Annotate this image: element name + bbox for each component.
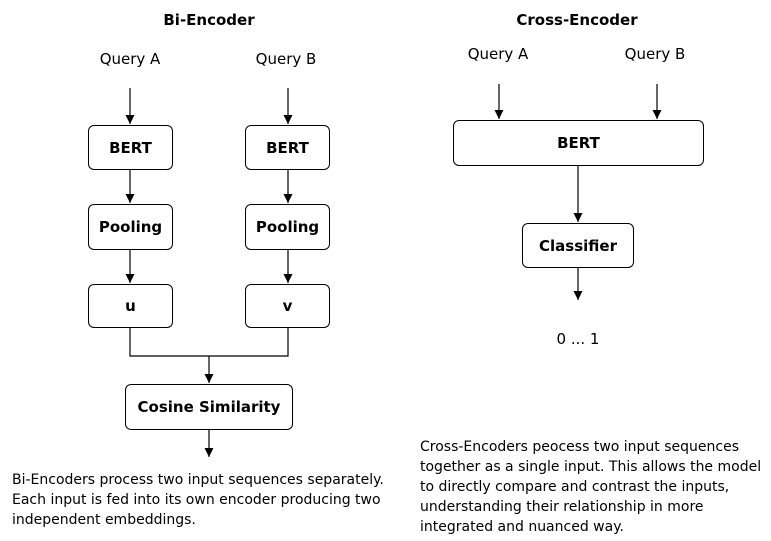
cross-encoder-description: Cross-Encoders peocess two input sequenc…	[420, 439, 762, 535]
pooling-box-left: Pooling	[88, 204, 173, 250]
cross-query-a-label: Query A	[467, 45, 529, 63]
pooling-box-right: Pooling	[245, 204, 330, 250]
embedding-v-box: v	[245, 284, 330, 328]
bi-query-a-label: Query A	[99, 50, 161, 68]
merge-line	[129, 328, 289, 357]
bert-box-left: BERT	[88, 125, 173, 170]
cross-encoder-title: Cross-Encoder	[516, 11, 638, 29]
bi-query-b-label: Query B	[255, 50, 317, 68]
cross-output-range: 0 ... 1	[556, 330, 600, 348]
cross-bert-box: BERT	[453, 120, 704, 166]
cosine-similarity-box: Cosine Similarity	[125, 384, 293, 430]
embedding-u-box: u	[88, 284, 173, 328]
bi-encoder-description: Bi-Encoders process two input sequences …	[12, 472, 384, 528]
classifier-box: Classifier	[522, 223, 634, 268]
bi-encoder-title: Bi-Encoder	[163, 11, 255, 29]
bert-box-right: BERT	[245, 125, 330, 170]
cross-query-b-label: Query B	[624, 45, 686, 63]
